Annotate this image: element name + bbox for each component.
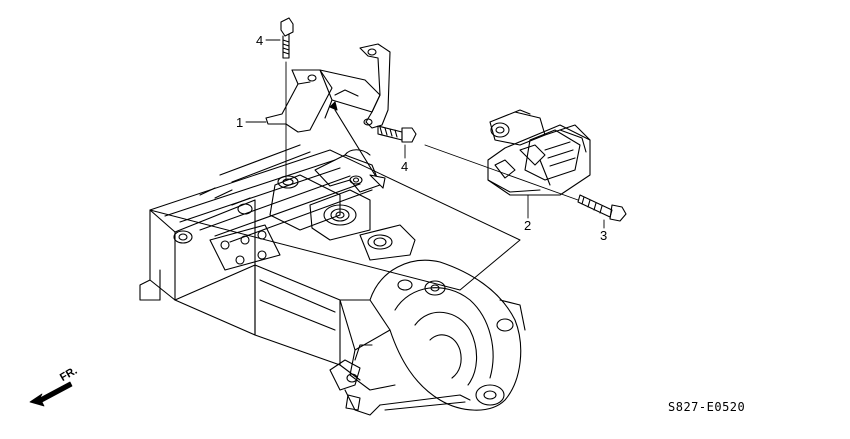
transmission-mount <box>487 109 591 196</box>
callout-mount: 2 <box>524 218 532 233</box>
callout-bolt-side: 4 <box>401 159 409 174</box>
transmission-case <box>139 144 521 381</box>
callout-bracket: 1 <box>236 115 244 130</box>
callout-leaders <box>245 39 605 229</box>
bell-housing <box>329 259 526 416</box>
diagram-code: S827-E0520 <box>668 400 746 414</box>
leader-line-bolt-long <box>424 144 579 201</box>
transmission-mount-bracket <box>265 43 391 189</box>
bolt-long <box>577 194 627 222</box>
bolt-side <box>377 125 417 143</box>
front-direction-arrow-icon <box>29 381 73 407</box>
callout-bolt-long: 3 <box>600 228 608 243</box>
bolt-upper <box>280 17 294 59</box>
case-mount-pad <box>269 149 416 261</box>
callout-bolt-upper: 4 <box>256 33 264 48</box>
